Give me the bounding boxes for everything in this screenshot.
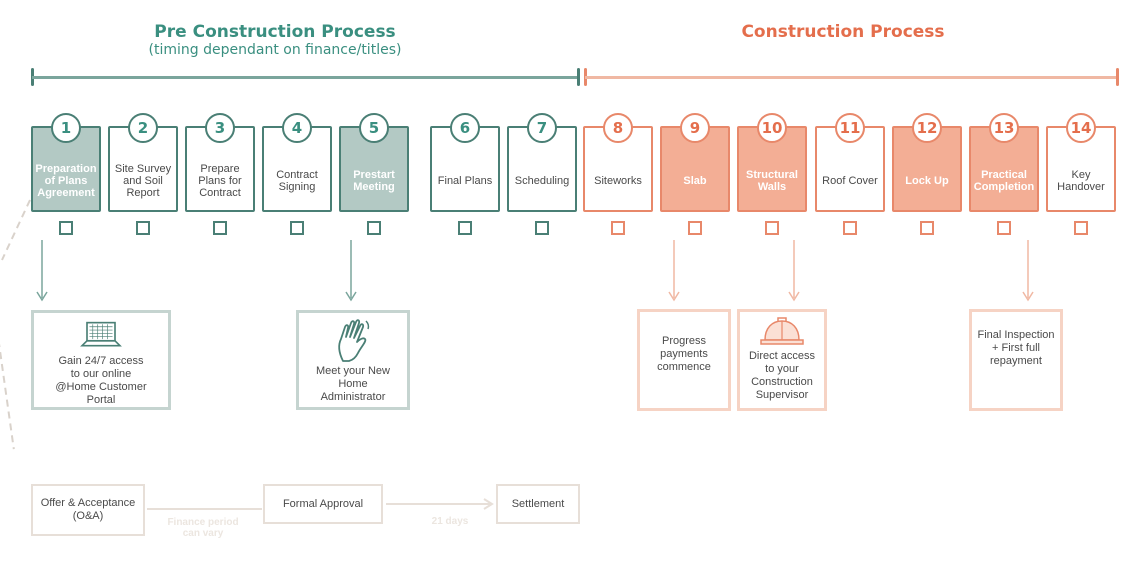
step-label: Final Plans (437, 175, 493, 187)
step-7-checkbox[interactable] (535, 221, 549, 235)
final-inspection-text: Final Inspection + First full repayment (977, 328, 1055, 367)
pre-timeline-bar (32, 76, 578, 79)
administrator-card-text: Meet your New Home Administrator (316, 365, 390, 403)
step-number: 10 (757, 113, 787, 143)
step-4-checkbox[interactable] (290, 221, 304, 235)
step-number: 7 (527, 113, 557, 143)
laptop-icon (80, 321, 122, 347)
progress-payments-text: Progress payments commence (657, 334, 711, 373)
offer-acceptance-box: Offer & Acceptance (O&A) (31, 484, 145, 536)
step-6-checkbox[interactable] (458, 221, 472, 235)
step-label: Roof Cover (822, 175, 878, 187)
step-number: 4 (282, 113, 312, 143)
settlement-box: Settlement (496, 484, 580, 524)
hard-hat-icon (760, 317, 804, 345)
step-number: 13 (989, 113, 1019, 143)
step-label: Prepare Plans for Contract (198, 163, 242, 199)
supervisor-card: Direct access to your Construction Super… (737, 309, 827, 411)
step-5-checkbox[interactable] (367, 221, 381, 235)
step-label: Slab (683, 175, 707, 187)
supervisor-card-text: Direct access to your Construction Super… (748, 350, 816, 401)
step-number: 2 (128, 113, 158, 143)
formal-approval-text: Formal Approval (282, 497, 364, 510)
step-label: Site Survey and Soil Report (114, 163, 172, 199)
finance-arrow-2 (386, 498, 494, 510)
step-label: Prestart Meeting (353, 169, 395, 193)
step-number: 9 (680, 113, 710, 143)
portal-card-text: Gain 24/7 access to our online @Home Cus… (55, 355, 147, 406)
pre-construction-subtitle: (timing dependant on finance/titles) (148, 42, 402, 58)
arrow-step1-to-portal (36, 240, 48, 302)
step-label: Practical Completion (973, 169, 1035, 193)
arrow-step10-to-supervisor (788, 240, 800, 302)
finance-connector-1 (147, 508, 262, 510)
step-14-checkbox[interactable] (1074, 221, 1088, 235)
construction-timeline-end-cap (1116, 68, 1119, 86)
step-11-checkbox[interactable] (843, 221, 857, 235)
step-13-checkbox[interactable] (997, 221, 1011, 235)
step-2-checkbox[interactable] (136, 221, 150, 235)
arrow-step13-to-inspection (1022, 240, 1034, 302)
step-label: Scheduling (514, 175, 570, 187)
waving-hand-icon (338, 319, 370, 362)
days-note: 21 days (431, 516, 469, 527)
step-8-checkbox[interactable] (611, 221, 625, 235)
step-number: 8 (603, 113, 633, 143)
administrator-card: Meet your New Home Administrator (296, 310, 410, 410)
step-number: 5 (359, 113, 389, 143)
settlement-text: Settlement (511, 497, 565, 510)
step-number: 6 (450, 113, 480, 143)
progress-payments-card: Progress payments commence (637, 309, 731, 411)
step-label: Key Handover (1057, 169, 1105, 193)
step-label: Siteworks (594, 175, 642, 187)
step-12-checkbox[interactable] (920, 221, 934, 235)
portal-card: Gain 24/7 access to our online @Home Cus… (31, 310, 171, 410)
step-number: 1 (51, 113, 81, 143)
step-3-checkbox[interactable] (213, 221, 227, 235)
construction-timeline-bar (585, 76, 1118, 79)
step-label: Lock Up (905, 175, 949, 187)
step-number: 12 (912, 113, 942, 143)
pre-construction-title: Pre Construction Process (154, 22, 396, 42)
step-label: Structural Walls (746, 169, 798, 193)
step-number: 14 (1066, 113, 1096, 143)
step-label: Preparation of Plans Agreement (35, 163, 97, 199)
step-1-checkbox[interactable] (59, 221, 73, 235)
step-label: Contract Signing (276, 169, 318, 193)
final-inspection-card: Final Inspection + First full repayment (969, 309, 1063, 411)
step-10-checkbox[interactable] (765, 221, 779, 235)
dashed-connector (0, 199, 31, 450)
pre-timeline-end-cap (577, 68, 580, 86)
construction-title: Construction Process (741, 22, 945, 42)
step-number: 3 (205, 113, 235, 143)
step-number: 11 (835, 113, 865, 143)
arrow-step9-to-progress (668, 240, 680, 302)
formal-approval-box: Formal Approval (263, 484, 383, 524)
finance-period-note: Finance period can vary (167, 517, 239, 539)
step-9-checkbox[interactable] (688, 221, 702, 235)
offer-acceptance-text: Offer & Acceptance (O&A) (40, 497, 136, 522)
arrow-step5-to-administrator (345, 240, 357, 302)
